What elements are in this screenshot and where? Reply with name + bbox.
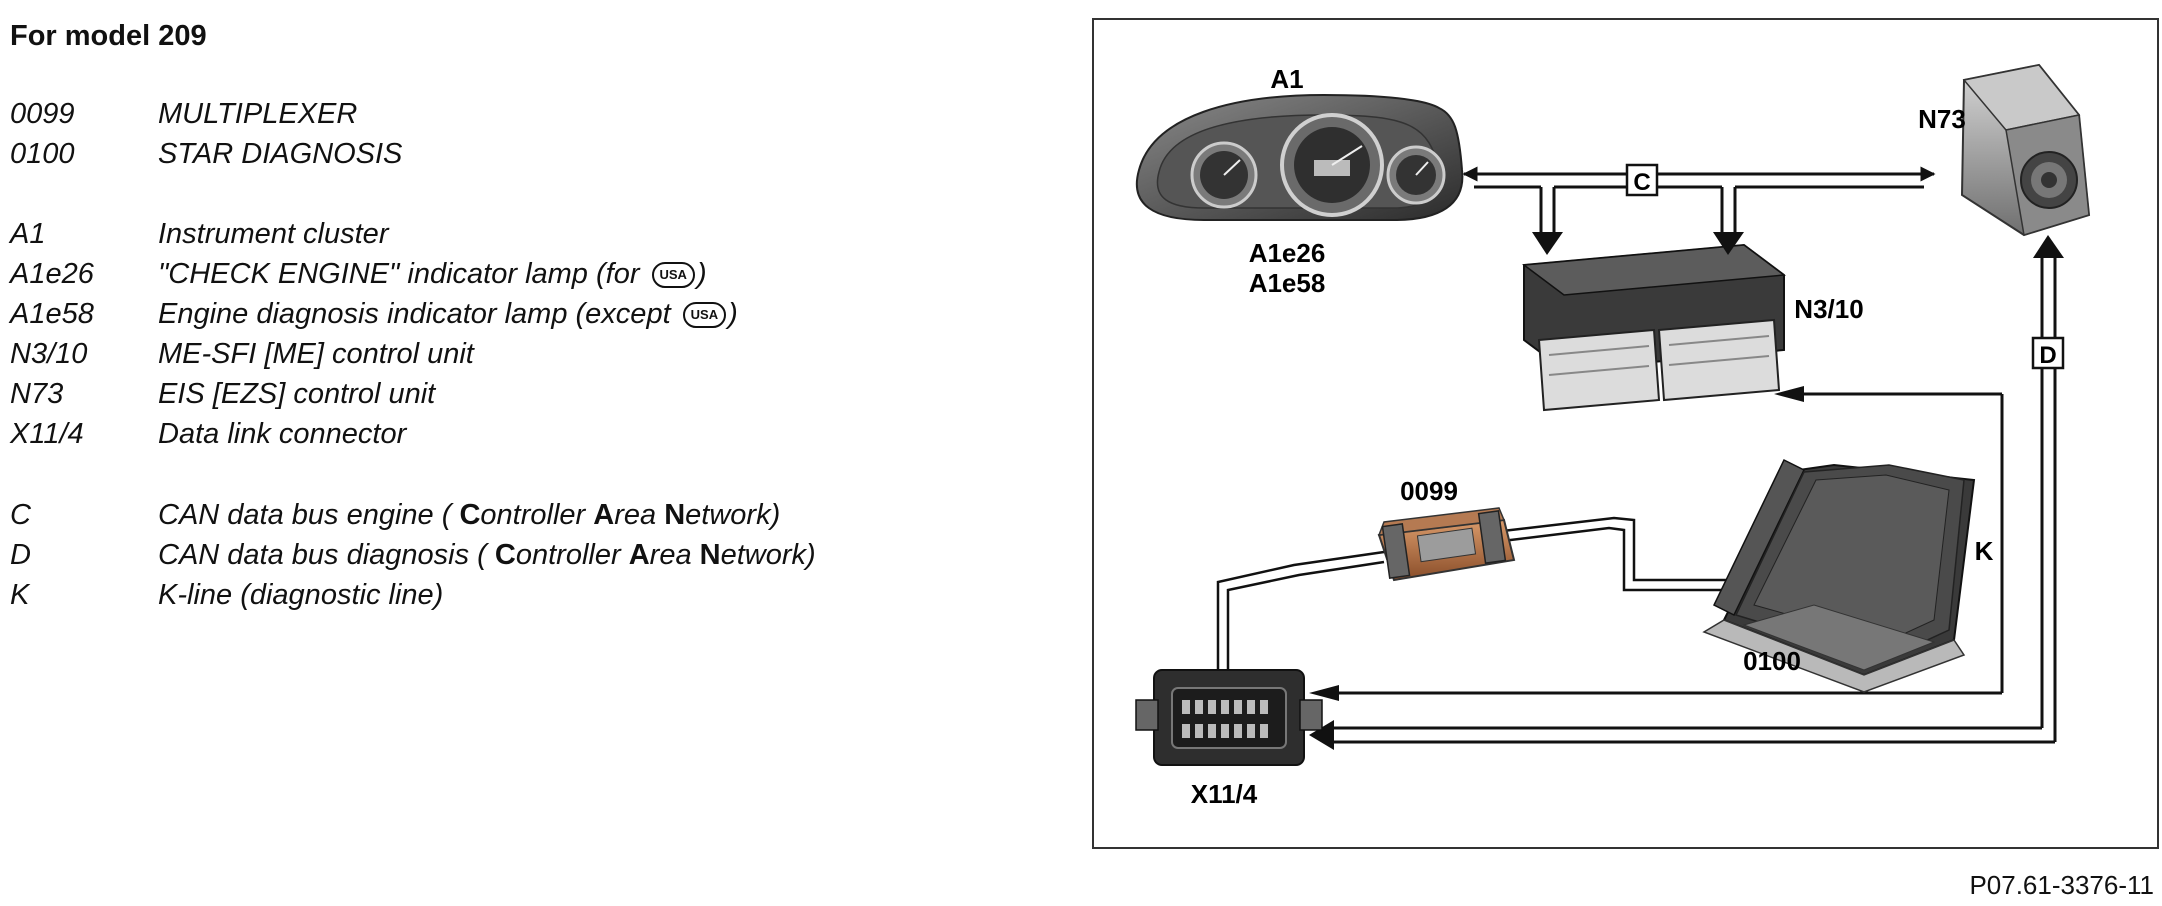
legend-description: MULTIPLEXER [158, 98, 358, 130]
bus-d-arrow [1309, 720, 1334, 750]
multiplexer-icon [1377, 507, 1516, 582]
label-d: D [2039, 342, 2056, 369]
label-0100: 0100 [1743, 646, 1801, 676]
me-sfi-control-unit-icon [1521, 243, 1787, 412]
usa-symbol-icon: USA [682, 302, 727, 328]
label-k: K [1975, 536, 1994, 566]
k-line-arrow [1309, 685, 1339, 701]
legend-code: 0100 [10, 138, 75, 170]
legend-code: A1e58 [10, 298, 94, 330]
bus-c-branch-arrow [1532, 232, 1563, 255]
label-a1e26: A1e26 [1249, 238, 1326, 268]
legend-code: N73 [10, 378, 64, 410]
word-rest: etwork) [685, 499, 781, 531]
bus-c-branch-arrow [1713, 232, 1744, 255]
legend-description: EIS [EZS] control unit [158, 378, 436, 410]
k-line-arrow [1774, 386, 1804, 402]
legend-suffix: ) [696, 258, 707, 290]
word-rest: etwork) [720, 539, 816, 571]
word-rest: rea [649, 539, 692, 571]
label-n310: N3/10 [1794, 294, 1863, 324]
label-c: C [1633, 169, 1650, 196]
usa-symbol-icon: USA [651, 262, 695, 288]
bus-d-line [1329, 255, 2057, 744]
legend-code: X11/4 [10, 418, 84, 450]
legend-description: "CHECK ENGINE" indicator lamp (for USA) [158, 258, 707, 291]
label-0099: 0099 [1400, 476, 1458, 506]
wiring-diagram: A1 A1e26 A1e58 N73 N3/10 [1135, 63, 2091, 809]
legend-code: C [10, 499, 31, 531]
bus-c-tag [1625, 163, 1659, 197]
bus-c-line [1462, 166, 1936, 232]
bold-initial: N [699, 539, 721, 571]
legend-description: ME-SFI [ME] control unit [158, 338, 474, 370]
instrument-cluster-icon [1135, 93, 1464, 221]
word-rest: ontroller [515, 539, 621, 571]
legend-description: Engine diagnosis indicator lamp (except U… [158, 298, 738, 331]
label-a1: A1 [1270, 64, 1303, 94]
bold-initial: N [664, 499, 686, 531]
word-rest: ontroller [480, 499, 586, 531]
legend-prefix: CAN data bus engine ( [158, 499, 452, 531]
diagram-frame: A1 A1e26 A1e58 N73 N3/10 [1092, 18, 2159, 849]
label-a1e58: A1e58 [1249, 268, 1326, 298]
bus-d-arrow [2033, 235, 2064, 258]
bold-initial: C [494, 539, 516, 571]
label-x114: X11/4 [1191, 779, 1258, 809]
legend-description: CAN data bus diagnosis ( Controller Area… [158, 539, 816, 572]
legend-code: 0099 [10, 98, 75, 130]
bold-initial: A [628, 539, 650, 571]
legend-code: K [10, 579, 30, 611]
legend-description: Instrument cluster [158, 218, 389, 250]
legend-code: A1e26 [10, 258, 94, 290]
legend-description: K-line (diagnostic line) [158, 579, 444, 611]
legend-description: CAN data bus engine ( Controller Area Ne… [158, 499, 780, 532]
legend-description-text: "CHECK ENGINE" indicator lamp (for [158, 258, 640, 290]
bus-d-tag [2031, 336, 2065, 370]
word-rest: rea [614, 499, 657, 531]
eis-control-unit-icon [1960, 63, 2091, 237]
bold-initial: C [459, 499, 481, 531]
legend-heading: For model 209 [10, 20, 207, 52]
laptop-icon [1702, 458, 1976, 693]
legend-code: N3/10 [10, 338, 88, 370]
legend-description: STAR DIAGNOSIS [158, 138, 403, 170]
figure-id: P07.61-3376-11 [1969, 870, 2154, 900]
legend-code: A1 [10, 218, 46, 250]
data-link-connector-icon [1135, 669, 1323, 766]
legend-description-text: Engine diagnosis indicator lamp (except [158, 298, 671, 330]
k-line [1334, 392, 2004, 695]
label-n73: N73 [1918, 104, 1966, 134]
legend-code: D [10, 539, 31, 571]
legend-description: Data link connector [158, 418, 407, 450]
legend-suffix: ) [728, 298, 738, 330]
legend-prefix: CAN data bus diagnosis ( [158, 539, 487, 571]
bold-initial: A [593, 499, 615, 531]
